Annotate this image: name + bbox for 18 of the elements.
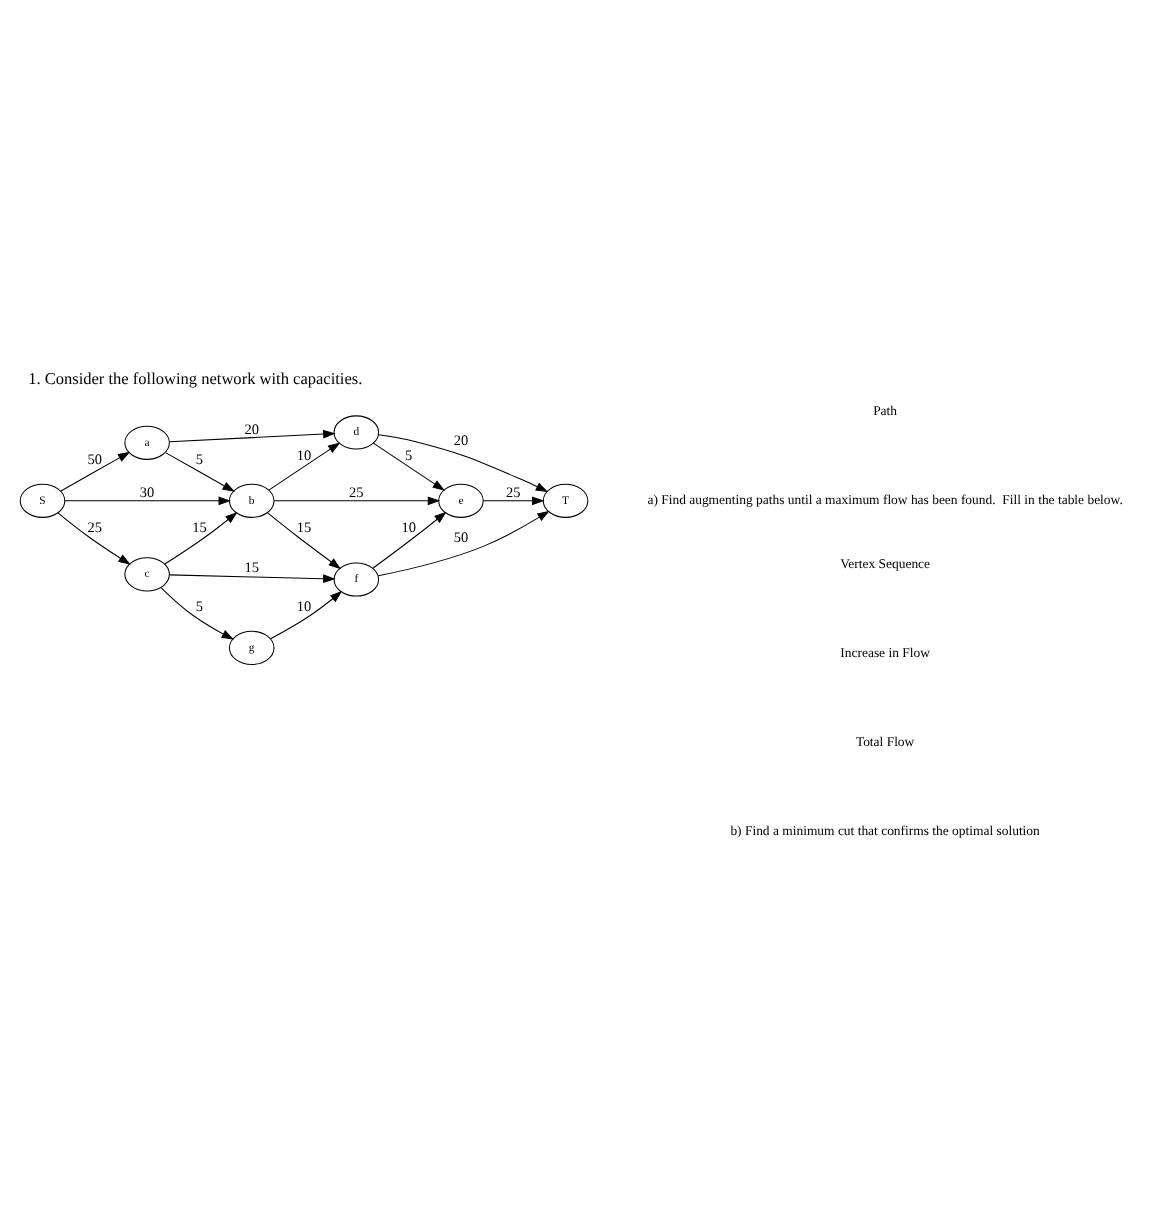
arrow [482, 496, 545, 506]
arrow [372, 442, 445, 491]
arrow [270, 590, 343, 640]
arrow [377, 434, 549, 493]
arrow [169, 574, 336, 584]
arrow [372, 511, 447, 569]
arrow [60, 451, 131, 492]
arrow [273, 496, 441, 506]
arrow [268, 442, 341, 491]
arrow [377, 510, 550, 577]
arrow [169, 429, 336, 443]
diagram-title: 1. Consider the following network with capacities. [28, 369, 363, 388]
arrow [164, 511, 238, 565]
arrow [57, 512, 131, 565]
arrow [266, 512, 342, 570]
arrow [165, 452, 235, 492]
arrow [64, 496, 231, 506]
arrow [160, 587, 235, 640]
